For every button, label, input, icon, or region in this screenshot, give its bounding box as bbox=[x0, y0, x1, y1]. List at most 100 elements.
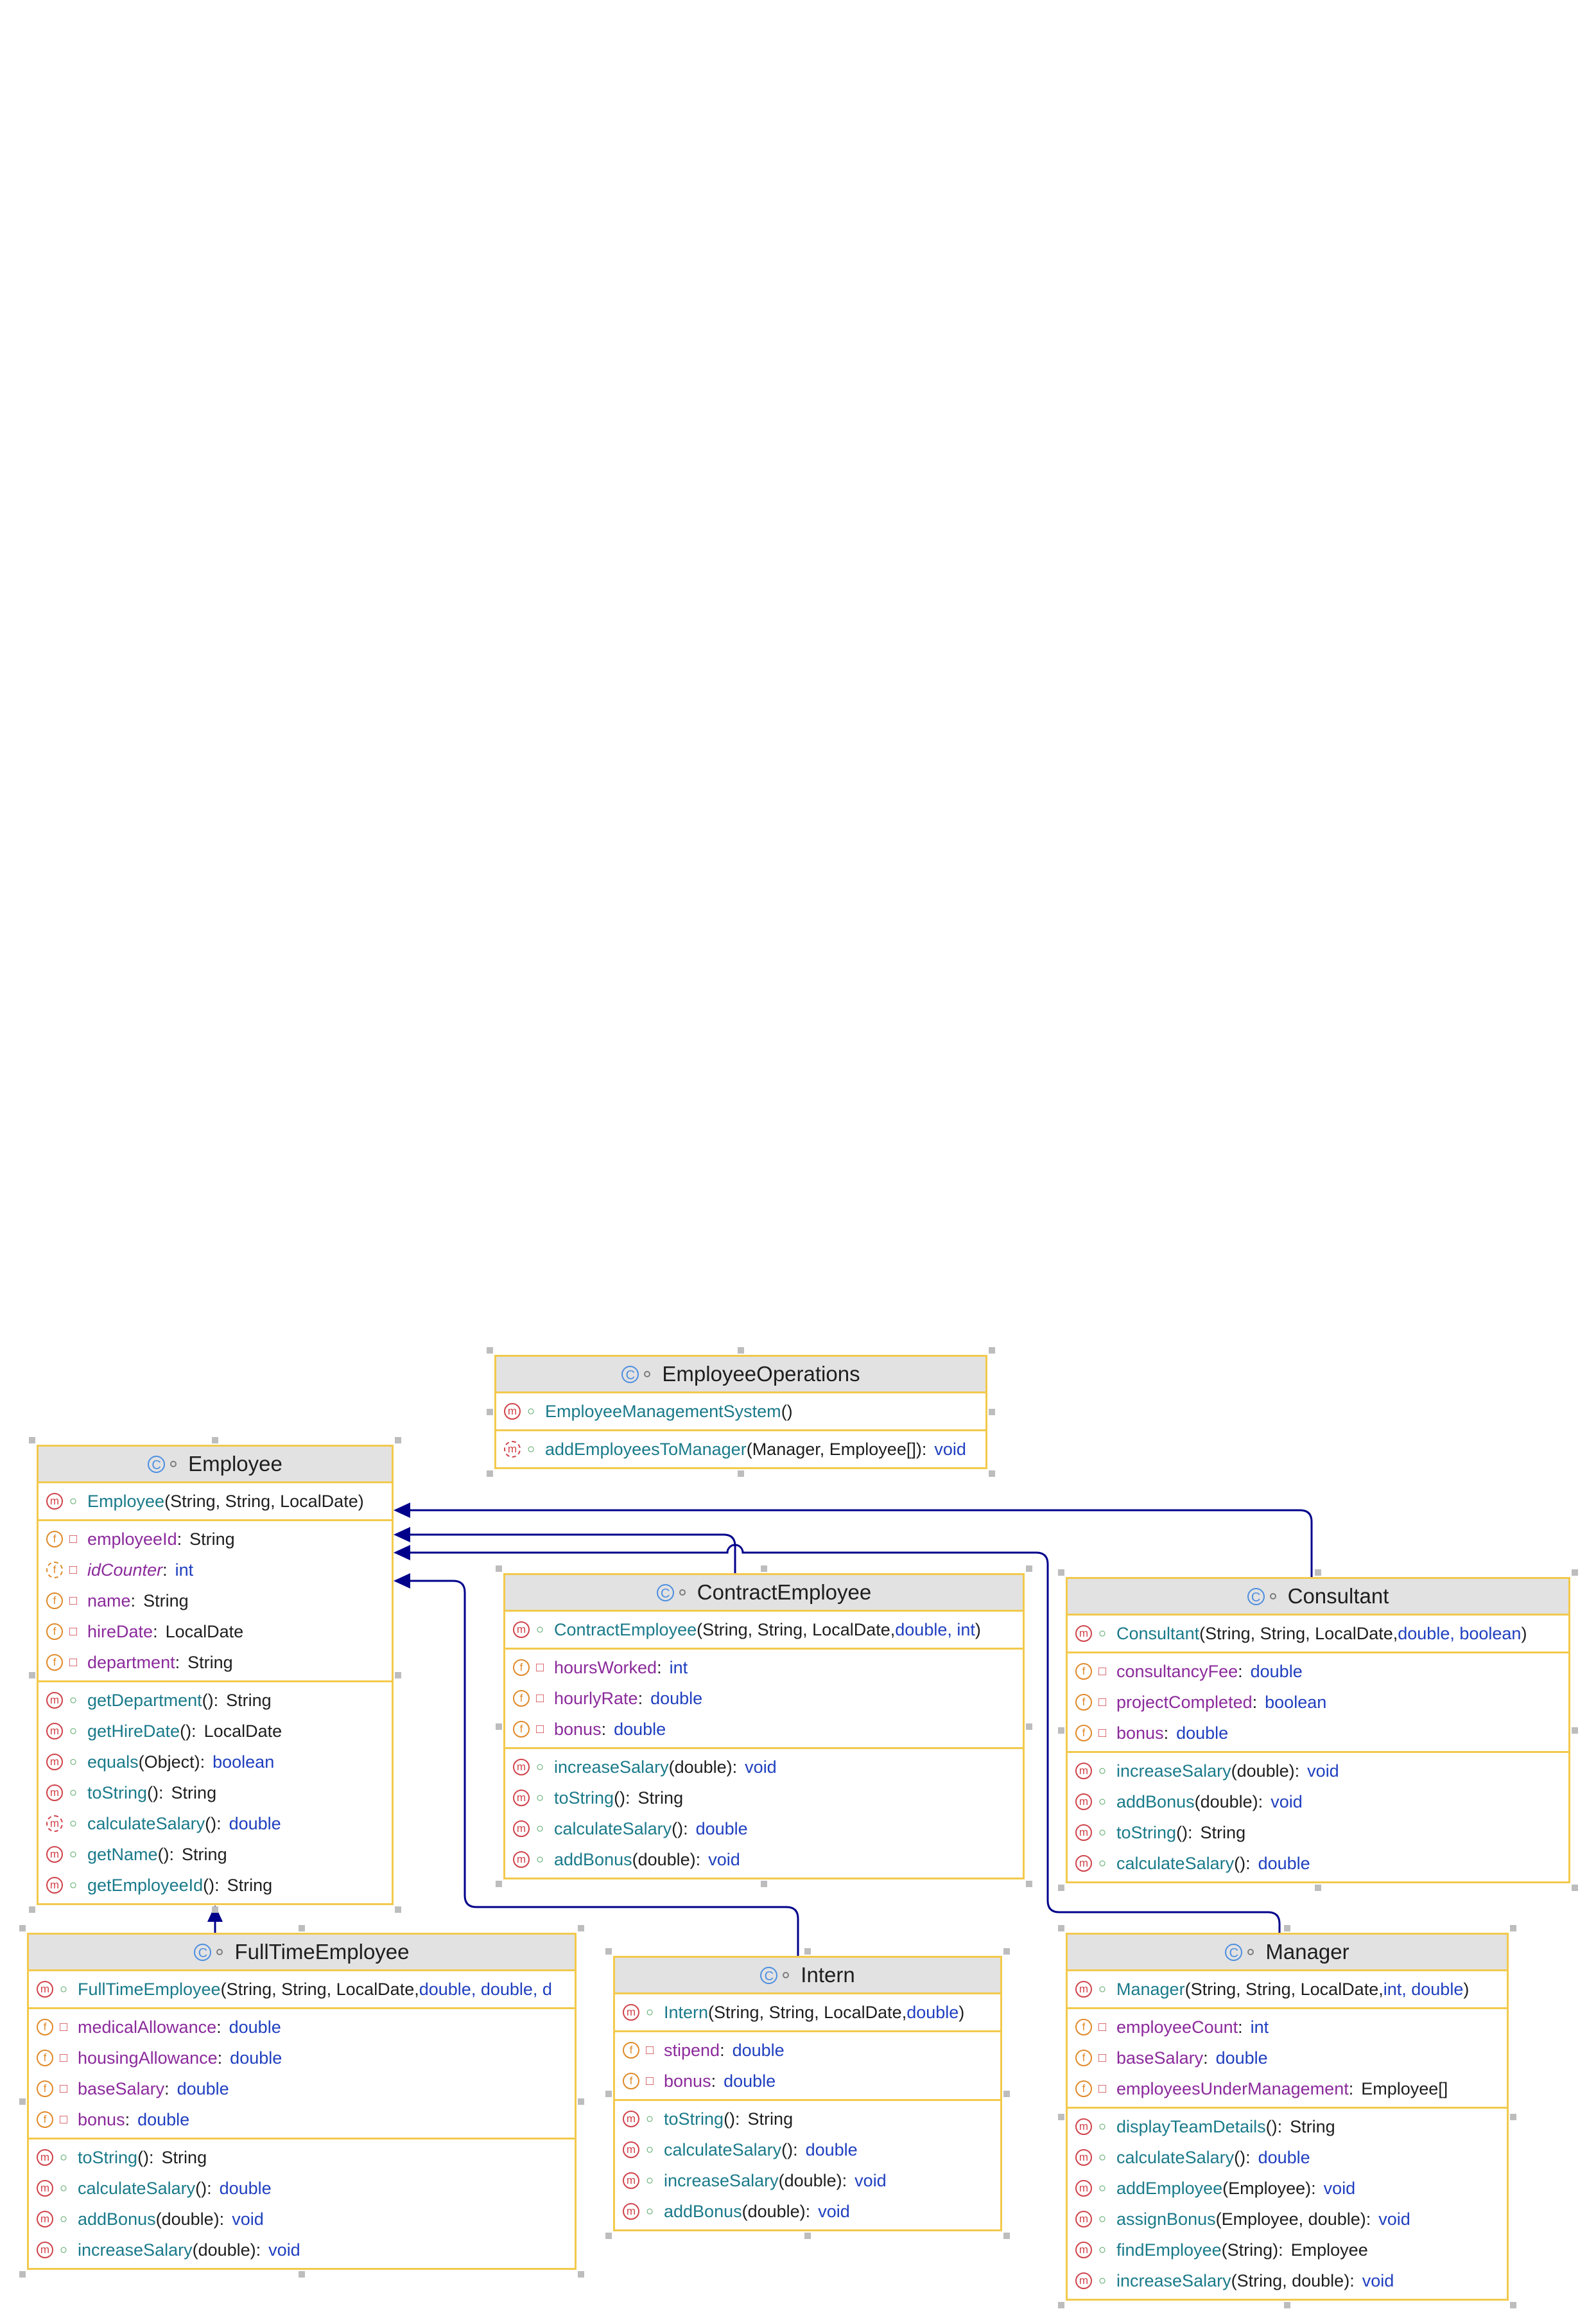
member-row[interactable]: f□hourlyRate:double bbox=[505, 1683, 1023, 1714]
member-row[interactable]: m○increaseSalary(String, double):void bbox=[1068, 2265, 1507, 2296]
member-row[interactable]: f□name:String bbox=[39, 1585, 392, 1616]
resize-handle[interactable] bbox=[761, 1565, 767, 1572]
resize-handle[interactable] bbox=[1572, 1727, 1578, 1734]
member-row[interactable]: f□baseSalary:double bbox=[1068, 2043, 1507, 2073]
resize-handle[interactable] bbox=[487, 1470, 493, 1477]
resize-handle[interactable] bbox=[804, 1948, 811, 1955]
resize-handle[interactable] bbox=[1003, 2090, 1010, 2097]
member-row[interactable]: m○Manager(String, String, LocalDate, int… bbox=[1068, 1974, 1507, 2005]
resize-handle[interactable] bbox=[212, 1437, 218, 1443]
resize-handle[interactable] bbox=[1026, 1881, 1032, 1887]
member-row[interactable]: m○ContractEmployee(String, String, Local… bbox=[505, 1614, 1023, 1645]
member-row[interactable]: m○addBonus(double):void bbox=[1068, 1786, 1568, 1817]
resize-handle[interactable] bbox=[1058, 1727, 1064, 1734]
member-row[interactable]: f□projectCompleted:boolean bbox=[1068, 1687, 1568, 1718]
member-row[interactable]: f□consultancyFee:double bbox=[1068, 1656, 1568, 1687]
resize-handle[interactable] bbox=[29, 1671, 35, 1678]
member-row[interactable]: m○calculateSalary():double bbox=[29, 2173, 575, 2204]
member-row[interactable]: m○toString():String bbox=[615, 2104, 1000, 2134]
resize-handle[interactable] bbox=[212, 1906, 218, 1913]
member-row[interactable]: f□housingAllowance:double bbox=[29, 2043, 575, 2073]
member-row[interactable]: m○getName():String bbox=[39, 1839, 392, 1870]
resize-handle[interactable] bbox=[578, 2098, 584, 2105]
resize-handle[interactable] bbox=[605, 1948, 612, 1955]
resize-handle[interactable] bbox=[395, 1906, 401, 1913]
member-row[interactable]: m○Consultant(String, String, LocalDate, … bbox=[1068, 1618, 1568, 1649]
member-row[interactable]: m○getEmployeeId():String bbox=[39, 1870, 392, 1901]
resize-handle[interactable] bbox=[1026, 1565, 1032, 1572]
resize-handle[interactable] bbox=[1284, 1925, 1290, 1931]
member-row[interactable]: f□medicalAllowance:double bbox=[29, 2012, 575, 2043]
resize-handle[interactable] bbox=[1572, 1885, 1578, 1891]
member-row[interactable]: f□hoursWorked:int bbox=[505, 1652, 1023, 1683]
member-row[interactable]: f□hireDate:LocalDate bbox=[39, 1616, 392, 1647]
member-row[interactable]: m○getDepartment():String bbox=[39, 1685, 392, 1716]
resize-handle[interactable] bbox=[299, 1925, 305, 1931]
resize-handle[interactable] bbox=[29, 1437, 35, 1443]
resize-handle[interactable] bbox=[1572, 1569, 1578, 1576]
resize-handle[interactable] bbox=[395, 1671, 401, 1678]
member-row[interactable]: f□bonus:double bbox=[29, 2104, 575, 2135]
resize-handle[interactable] bbox=[487, 1347, 493, 1354]
resize-handle[interactable] bbox=[496, 1723, 502, 1730]
member-row[interactable]: f□bonus:double bbox=[1068, 1718, 1568, 1748]
member-row[interactable]: f□idCounter:int bbox=[39, 1555, 392, 1585]
resize-handle[interactable] bbox=[1315, 1569, 1321, 1576]
member-row[interactable]: m○increaseSalary(double):void bbox=[29, 2235, 575, 2265]
resize-handle[interactable] bbox=[299, 2271, 305, 2278]
resize-handle[interactable] bbox=[1003, 1948, 1010, 1955]
resize-handle[interactable] bbox=[989, 1347, 995, 1354]
resize-handle[interactable] bbox=[738, 1470, 744, 1477]
member-row[interactable]: m○increaseSalary(double):void bbox=[505, 1752, 1023, 1782]
member-row[interactable]: f□baseSalary:double bbox=[29, 2073, 575, 2104]
resize-handle[interactable] bbox=[605, 2090, 612, 2097]
member-row[interactable]: m○toString():String bbox=[505, 1782, 1023, 1813]
member-row[interactable]: m○calculateSalary():double bbox=[1068, 2142, 1507, 2173]
resize-handle[interactable] bbox=[1058, 1885, 1064, 1891]
member-row[interactable]: m○calculateSalary():double bbox=[1068, 1848, 1568, 1879]
member-row[interactable]: m○displayTeamDetails():String bbox=[1068, 2111, 1507, 2142]
member-row[interactable]: m○FullTimeEmployee(String, String, Local… bbox=[29, 1974, 575, 2005]
member-row[interactable]: f□department:String bbox=[39, 1647, 392, 1678]
resize-handle[interactable] bbox=[496, 1565, 502, 1572]
resize-handle[interactable] bbox=[1510, 2113, 1516, 2120]
member-row[interactable]: m○EmployeeManagementSystem() bbox=[496, 1396, 985, 1427]
member-row[interactable]: m○addBonus(double):void bbox=[29, 2204, 575, 2235]
resize-handle[interactable] bbox=[804, 2233, 811, 2239]
resize-handle[interactable] bbox=[989, 1470, 995, 1477]
resize-handle[interactable] bbox=[395, 1437, 401, 1443]
resize-handle[interactable] bbox=[761, 1881, 767, 1887]
resize-handle[interactable] bbox=[29, 1906, 35, 1913]
resize-handle[interactable] bbox=[487, 1409, 493, 1415]
member-row[interactable]: m○addEmployee(Employee):void bbox=[1068, 2173, 1507, 2204]
resize-handle[interactable] bbox=[1510, 2302, 1516, 2308]
member-row[interactable]: m○toString():String bbox=[39, 1777, 392, 1808]
resize-handle[interactable] bbox=[19, 2271, 26, 2278]
member-row[interactable]: m○calculateSalary():double bbox=[505, 1813, 1023, 1844]
resize-handle[interactable] bbox=[1058, 1569, 1064, 1576]
member-row[interactable]: m○increaseSalary(double):void bbox=[1068, 1756, 1568, 1786]
member-row[interactable]: f□employeeCount:int bbox=[1068, 2012, 1507, 2043]
member-row[interactable]: f□employeeId:String bbox=[39, 1524, 392, 1555]
resize-handle[interactable] bbox=[738, 1347, 744, 1354]
resize-handle[interactable] bbox=[578, 1925, 584, 1931]
member-row[interactable]: m○Employee(String, String, LocalDate) bbox=[39, 1486, 392, 1517]
member-row[interactable]: f□employeesUnderManagement:Employee[] bbox=[1068, 2073, 1507, 2104]
member-row[interactable]: m○toString():String bbox=[29, 2142, 575, 2173]
member-row[interactable]: f□stipend:double bbox=[615, 2035, 1000, 2066]
member-row[interactable]: m○calculateSalary():double bbox=[615, 2134, 1000, 2165]
member-row[interactable]: m○equals(Object):boolean bbox=[39, 1747, 392, 1777]
resize-handle[interactable] bbox=[1003, 2233, 1010, 2239]
member-row[interactable]: m○addEmployeesToManager(Manager, Employe… bbox=[496, 1434, 985, 1465]
member-row[interactable]: m○increaseSalary(double):void bbox=[615, 2165, 1000, 2196]
resize-handle[interactable] bbox=[989, 1409, 995, 1415]
resize-handle[interactable] bbox=[19, 1925, 26, 1931]
resize-handle[interactable] bbox=[1315, 1885, 1321, 1891]
